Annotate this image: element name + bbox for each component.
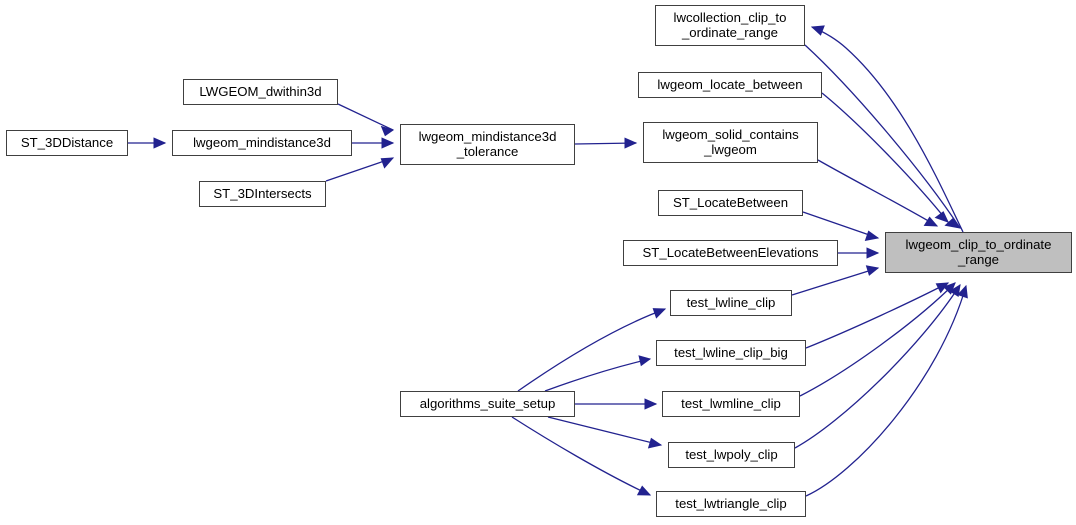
- edge-st3ddistance-to-mindistance3d: [128, 137, 167, 149]
- edge-suite-to-testlwmline-arrowhead: [644, 398, 658, 410]
- edge-testlwtriangle-to-clip: [805, 284, 968, 497]
- graph-node-st_3ddistance[interactable]: ST_3DDistance: [6, 130, 128, 156]
- graph-node-lwgeom_locate_between[interactable]: lwgeom_locate_between: [638, 72, 822, 98]
- edge-3dintersects-to-tolerance: [325, 157, 395, 182]
- edge-dwithin3d-to-tolerance-arrowhead: [380, 125, 395, 137]
- graph-node-test_lwmline_clip[interactable]: test_lwmline_clip: [662, 391, 800, 417]
- graph-node-st_locatebetween[interactable]: ST_LocateBetween: [658, 190, 803, 216]
- edge-suite-to-testlwtriangle-arrowhead: [636, 485, 652, 496]
- edge-suite-to-testlwline-arrowhead: [652, 308, 667, 319]
- graph-node-algorithms_suite_setup[interactable]: algorithms_suite_setup: [400, 391, 575, 417]
- graph-node-st_3dintersects[interactable]: ST_3DIntersects: [199, 181, 326, 207]
- graph-node-lwgeom_dwithin3d[interactable]: LWGEOM_dwithin3d: [183, 79, 338, 105]
- edge-clip-to-lwcollection-arrowhead: [810, 25, 825, 36]
- edge-locatebetween-to-clip: [821, 92, 949, 223]
- edge-testlwpoly-to-clip-arrowhead: [949, 284, 961, 298]
- edge-st3ddistance-to-mindistance3d-arrowhead: [153, 137, 167, 149]
- edge-suite-to-testlwpoly-arrowhead: [647, 437, 663, 449]
- edge-mindistance3d-to-tolerance: [352, 137, 395, 149]
- edge-testlwmline-to-clip: [799, 282, 956, 397]
- graph-node-st_locatebetweenelevations[interactable]: ST_LocateBetweenElevations: [623, 240, 838, 266]
- graph-node-test_lwtriangle_clip[interactable]: test_lwtriangle_clip: [656, 491, 806, 517]
- edge-suite-to-testlwlinebig: [544, 355, 652, 392]
- edge-testlwlinebig-to-clip: [805, 282, 950, 349]
- graph-node-lwcollection_clip_to_ordinate_range[interactable]: lwcollection_clip_to _ordinate_range: [655, 5, 805, 46]
- edge-locatebetween-to-clip-arrowhead: [934, 211, 949, 223]
- edge-suite-to-testlwpoly: [547, 416, 663, 449]
- edge-locatebetween2-to-clip-arrowhead: [864, 230, 880, 241]
- graph-node-lwgeom_mindistance3d[interactable]: lwgeom_mindistance3d: [172, 130, 352, 156]
- edge-tolerance-to-solidcontains-arrowhead: [624, 137, 638, 149]
- graph-node-test_lwline_clip[interactable]: test_lwline_clip: [670, 290, 792, 316]
- edge-solidcontains-to-clip-arrowhead: [923, 216, 939, 227]
- edge-testlwlineclip-to-clip: [791, 265, 880, 296]
- edge-locatebetween2-to-clip: [802, 211, 880, 241]
- edge-suite-to-testlwtriangle: [511, 416, 652, 496]
- edge-testlwtriangle-to-clip-arrowhead: [957, 284, 968, 299]
- edge-lwcollection-to-clip-arrowhead: [944, 218, 962, 229]
- graph-node-lwgeom_mindistance3d_tolerance[interactable]: lwgeom_mindistance3d _tolerance: [400, 124, 575, 165]
- edge-tolerance-to-solidcontains: [574, 137, 638, 149]
- edge-locateelev-to-clip-arrowhead: [866, 247, 880, 259]
- graph-node-lwgeom_clip_to_ordinate_range[interactable]: lwgeom_clip_to_ordinate _range: [885, 232, 1072, 273]
- edge-suite-to-testlwlinebig-arrowhead: [638, 355, 652, 367]
- edge-locateelev-to-clip: [838, 247, 880, 259]
- edge-suite-to-testlwmline: [575, 398, 658, 410]
- edge-lwcollection-to-clip: [804, 44, 962, 229]
- graph-node-test_lwpoly_clip[interactable]: test_lwpoly_clip: [668, 442, 795, 468]
- edge-mindistance3d-to-tolerance-arrowhead: [381, 137, 395, 149]
- edge-suite-to-testlwline: [517, 308, 667, 392]
- graph-node-lwgeom_solid_contains_lwgeom[interactable]: lwgeom_solid_contains _lwgeom: [643, 122, 818, 163]
- edge-3dintersects-to-tolerance-arrowhead: [380, 157, 395, 169]
- edge-testlwlinebig-to-clip-arrowhead: [935, 282, 950, 294]
- edge-testlwlineclip-to-clip-arrowhead: [865, 265, 880, 276]
- edge-solidcontains-to-clip: [817, 159, 939, 227]
- edge-testlwpoly-to-clip: [794, 284, 961, 449]
- edge-testlwmline-to-clip-arrowhead: [943, 282, 956, 295]
- edge-clip-to-lwcollection: [810, 25, 964, 233]
- graph-node-test_lwline_clip_big[interactable]: test_lwline_clip_big: [656, 340, 806, 366]
